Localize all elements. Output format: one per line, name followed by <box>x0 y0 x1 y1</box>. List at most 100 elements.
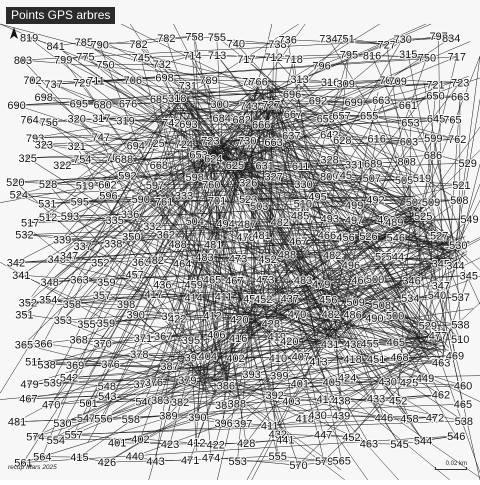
tree-point-label: 395 <box>182 335 200 347</box>
tree-point-label: 796 <box>312 60 330 72</box>
tree-point-label: 663 <box>372 95 390 107</box>
tree-point-label: 542 <box>60 373 78 385</box>
tree-point-label: 414 <box>184 293 202 305</box>
tree-point-label: 718 <box>285 54 303 66</box>
tree-point-label: 393 <box>242 369 260 381</box>
connection-line <box>292 94 381 100</box>
connection-line <box>192 55 273 57</box>
tree-point-label: 483 <box>195 252 213 264</box>
tree-point-label: 471 <box>181 455 199 467</box>
tree-point-label: 650 <box>426 91 444 103</box>
tree-point-label: 819 <box>20 33 38 45</box>
tree-point-label: 313 <box>290 74 308 86</box>
tree-point-label: 397 <box>234 418 252 430</box>
tree-point-label: 412 <box>203 310 221 322</box>
tree-point-label: 396 <box>214 418 232 430</box>
tree-point-label: 758 <box>185 31 203 43</box>
tree-point-label: 816 <box>363 51 381 63</box>
tree-point-label: 682 <box>233 115 251 127</box>
tree-point-label: 745 <box>334 170 352 182</box>
tree-point-label: 803 <box>14 55 32 67</box>
tree-point-label: 399 <box>270 370 288 382</box>
tree-point-label: 503 <box>250 201 268 213</box>
tree-point-label: 390 <box>188 412 206 424</box>
tree-point-label: 315 <box>399 49 417 61</box>
tree-point-label: 317 <box>92 113 110 125</box>
tree-point-label: 564 <box>33 452 51 464</box>
tree-point-label: 574 <box>26 432 44 444</box>
tree-point-label: 538 <box>37 359 55 371</box>
map-title: Points GPS arbres <box>6 7 115 24</box>
tree-point-label: 579 <box>315 456 333 468</box>
tree-point-label: 625 <box>226 160 244 172</box>
tree-point-label: 597 <box>146 180 164 192</box>
tree-point-label: 558 <box>122 414 140 426</box>
tree-point-label: 676 <box>119 99 137 111</box>
tree-point-label: 666 <box>252 120 270 132</box>
tree-point-label: 493 <box>321 213 339 225</box>
tree-point-label: 538 <box>455 416 473 428</box>
tree-point-label: 404 <box>199 351 217 363</box>
tree-point-label: 543 <box>98 391 116 403</box>
tree-point-label: 424 <box>338 372 356 384</box>
tree-point-label: 446 <box>375 413 393 425</box>
tree-point-label: 795 <box>340 49 358 61</box>
tree-point-label: 452 <box>342 432 360 444</box>
tree-point-label: 433 <box>367 393 385 405</box>
tree-point-label: 437 <box>281 294 299 306</box>
tree-point-label: 663 <box>264 137 282 149</box>
tree-point-label: 415 <box>70 452 88 464</box>
tree-point-label: 352 <box>91 257 109 269</box>
tree-point-label: 701 <box>208 196 226 208</box>
tree-point-label: 482 <box>271 217 289 229</box>
tree-point-label: 730 <box>394 34 412 46</box>
tree-point-label: 695 <box>70 99 88 111</box>
tree-point-label: 459 <box>185 279 203 291</box>
tree-point-label: 327 <box>265 171 283 183</box>
tree-point-label: 709 <box>389 76 407 88</box>
tree-point-label: 353 <box>54 315 72 327</box>
tree-point-label: 479 <box>312 279 330 291</box>
tree-point-label: 458 <box>400 413 418 425</box>
tree-point-label: 465 <box>387 337 405 349</box>
tree-point-label: 637 <box>282 131 300 143</box>
tree-point-label: 598 <box>185 172 203 184</box>
tree-point-label: 527 <box>430 230 448 242</box>
tree-point-label: 732 <box>153 59 171 71</box>
tree-point-label: 492 <box>366 195 384 207</box>
tree-point-label: 509 <box>422 197 440 209</box>
tree-point-label: 616 <box>367 133 385 145</box>
tree-point-label: 592 <box>118 170 136 182</box>
tree-point-label: 504 <box>186 216 204 228</box>
tree-point-label: 544 <box>386 252 404 264</box>
tree-point-label: 590 <box>132 194 150 206</box>
tree-point-label: 547 <box>77 413 95 425</box>
tree-point-label: 371 <box>134 333 152 345</box>
tree-point-label: 318 <box>168 93 186 105</box>
tree-point-label: 449 <box>416 373 434 385</box>
tree-point-label: 688 <box>115 154 133 166</box>
tree-point-label: 351 <box>15 309 33 321</box>
tree-point-label: 747 <box>92 132 110 144</box>
tree-point-label: 723 <box>451 77 469 89</box>
tree-point-label: 457 <box>126 269 144 281</box>
tree-point-label: 721 <box>426 79 444 91</box>
tree-point-label: 379 <box>178 375 196 387</box>
tree-point-label: 347 <box>60 251 78 263</box>
tree-point-label: 367 <box>154 331 172 343</box>
tree-point-label: 441 <box>276 435 294 447</box>
tree-point-label: 711 <box>87 76 105 88</box>
credit-text: recup Mars 2025 <box>8 464 57 471</box>
tree-point-label: 750 <box>96 59 114 71</box>
tree-point-label: 355 <box>77 319 95 331</box>
tree-point-label: 365 <box>15 340 33 352</box>
tree-point-label: 667 <box>284 109 302 121</box>
tree-point-label: 713 <box>208 50 226 62</box>
tree-point-label: 443 <box>146 456 164 468</box>
tree-point-label: 320 <box>67 114 85 126</box>
tree-point-label: 322 <box>53 160 71 172</box>
tree-point-label: 538 <box>451 320 469 332</box>
tree-point-label: 611 <box>292 161 310 173</box>
tree-point-label: 402 <box>131 434 149 446</box>
